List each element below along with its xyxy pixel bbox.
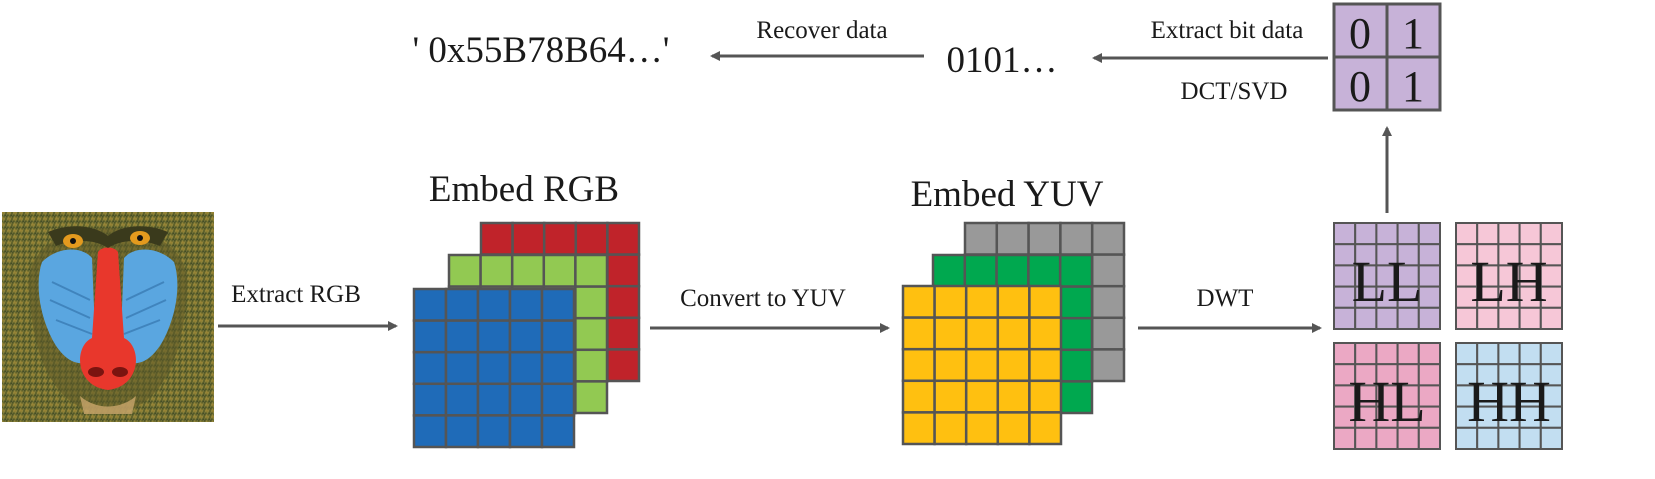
label-hex: ' 0x55B78B64…' (413, 30, 670, 71)
label-recover: Recover data (756, 17, 887, 44)
subband-hh-grid (1455, 342, 1564, 450)
bit-grid: 0 1 0 1 (1332, 2, 1442, 112)
mandrill-image (2, 212, 214, 422)
subband-hl-label: HL (1348, 369, 1425, 434)
rgb-grid-stack (412, 221, 641, 449)
label-embed-rgb: Embed RGB (429, 169, 619, 210)
subband-lh-grid (1455, 222, 1564, 330)
subband-hh-label: HH (1467, 369, 1551, 434)
label-bits: 0101… (947, 40, 1058, 81)
label-dwt: DWT (1197, 285, 1254, 312)
label-extract-rgb: Extract RGB (231, 281, 361, 308)
subband-hl-grid (1333, 342, 1442, 450)
subband-ll-grid (1333, 222, 1442, 330)
y-channel-grid (901, 284, 1063, 446)
yuv-grid-stack (901, 221, 1126, 446)
arrows (218, 51, 1392, 333)
blue-channel-grid (412, 287, 576, 449)
label-dct-svd: DCT/SVD (1181, 78, 1288, 105)
bit-cell-1: 0 (1349, 9, 1371, 58)
label-convert-yuv: Convert to YUV (680, 285, 846, 312)
bit-cell-4: 1 (1402, 62, 1424, 111)
label-extract-bit: Extract bit data (1151, 17, 1304, 44)
subband-lh-label: LH (1470, 249, 1547, 314)
dwt-subband-grids: LL LH HL HH (1333, 222, 1564, 450)
bit-cell-2: 1 (1402, 9, 1424, 58)
subband-ll-label: LL (1352, 249, 1423, 314)
label-embed-yuv: Embed YUV (911, 174, 1104, 215)
bit-cell-3: 0 (1349, 62, 1371, 111)
